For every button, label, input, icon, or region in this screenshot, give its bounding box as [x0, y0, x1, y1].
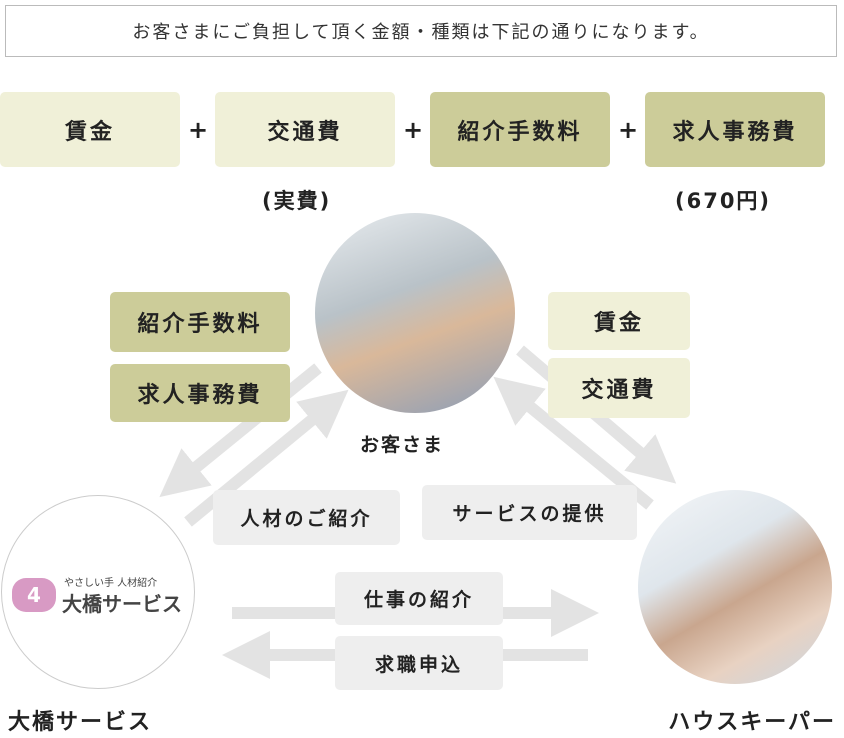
customer-pays-referral: 紹介手数料 — [110, 292, 290, 352]
customer-pays-wage: 賃金 — [548, 292, 690, 350]
fee-wage: 賃金 — [0, 92, 180, 167]
flow-introduction: 人材のご紹介 — [213, 490, 400, 545]
notice-banner: お客さまにご負担して頂く金額・種類は下記の通りになります。 — [5, 5, 837, 57]
customer-pays-transport: 交通費 — [548, 358, 690, 418]
fee-referral: 紹介手数料 — [430, 92, 610, 167]
fee-transport: 交通費 — [215, 92, 395, 167]
plus-sign: + — [403, 116, 424, 144]
housekeeper-label: ハウスキーパー — [668, 710, 836, 735]
arrow-customer-to-agency — [159, 363, 322, 498]
agency-logo-name: 大橋サービス — [62, 592, 182, 616]
plus-sign: + — [618, 116, 639, 144]
flow-job-introduction: 仕事の紹介 — [335, 572, 503, 625]
agency-tagline: やさしい手 人材紹介 — [64, 578, 158, 589]
agency-label: 大橋サービス — [8, 710, 153, 735]
flow-application: 求職申込 — [335, 636, 503, 690]
flow-service: サービスの提供 — [422, 485, 637, 540]
transport-note: (実費) — [262, 189, 332, 213]
admin-note: (670円) — [675, 189, 772, 213]
customer-photo — [315, 213, 515, 413]
customer-label: お客さま — [360, 434, 445, 456]
customer-pays-admin: 求人事務費 — [110, 364, 290, 422]
agency-logo-circle: 4 やさしい手 人材紹介 大橋サービス — [1, 495, 195, 689]
fee-admin: 求人事務費 — [645, 92, 825, 167]
logo-mark-icon: 4 — [12, 578, 56, 612]
housekeeper-photo — [638, 490, 832, 684]
plus-sign: + — [188, 116, 209, 144]
arrow-agency-to-customer — [184, 389, 349, 527]
